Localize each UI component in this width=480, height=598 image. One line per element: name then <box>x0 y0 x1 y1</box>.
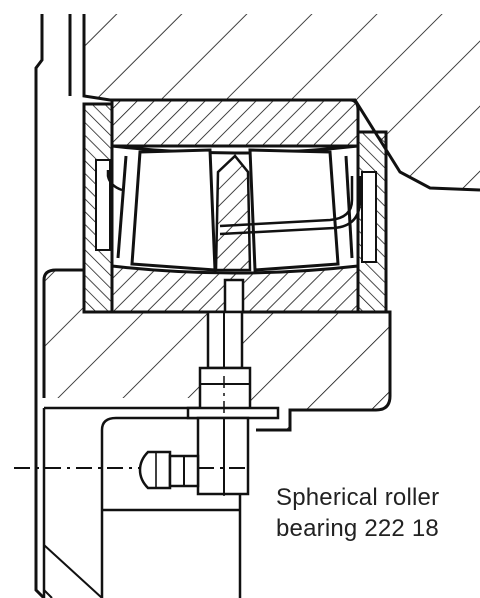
caption-line-1: Spherical roller <box>276 484 440 511</box>
caption-line-2: bearing 222 18 <box>276 515 439 542</box>
guide-ring <box>214 154 252 272</box>
centerline <box>14 376 246 500</box>
roller-left <box>116 148 217 272</box>
figure-caption: Spherical roller bearing 222 18 <box>276 482 476 544</box>
locking-sleeve <box>82 102 388 314</box>
cage <box>106 170 362 236</box>
roller-right <box>248 148 354 272</box>
shaft <box>34 14 242 598</box>
outer-ring <box>110 98 360 155</box>
housing <box>82 14 480 192</box>
grease-nipple <box>138 450 200 490</box>
